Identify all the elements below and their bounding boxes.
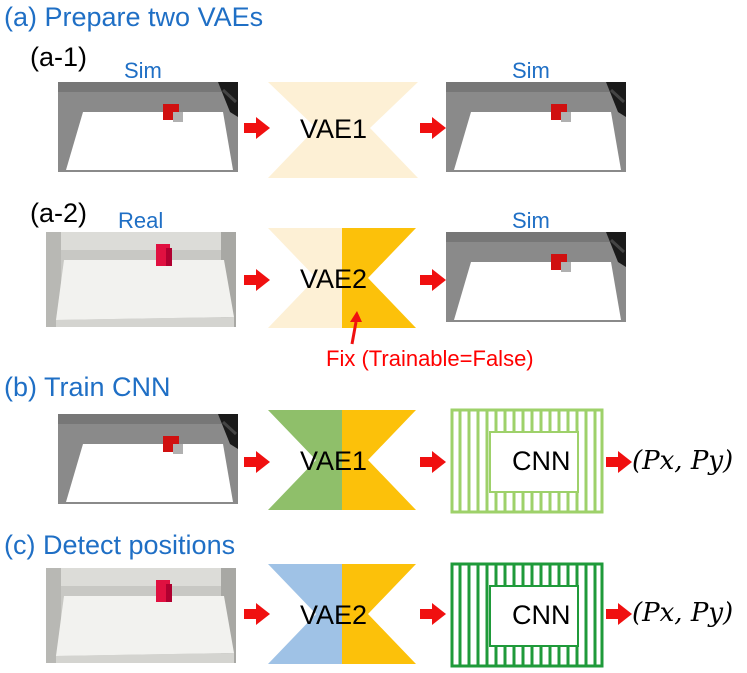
arrow-a1-out xyxy=(420,117,446,139)
arrow-a1-in xyxy=(244,117,270,139)
cnn-block-b xyxy=(450,408,604,514)
vae1-encoder-shape-b xyxy=(268,410,342,510)
output-b: (Px, Py) xyxy=(632,446,734,476)
arrow-b-mid xyxy=(420,451,446,473)
vae1-decoder-shape-b xyxy=(342,410,416,510)
sub-a2-label: (a-2) xyxy=(30,198,88,228)
section-c-title: (c) Detect positions xyxy=(4,530,236,560)
cnn-block-c xyxy=(450,562,604,668)
fix-pointer-line xyxy=(350,321,358,345)
fix-pointer-head xyxy=(350,311,362,322)
caption-a2-output: Sim xyxy=(512,208,550,233)
vae2-label-c: VAE2 xyxy=(300,600,368,630)
vae1-shape-a1 xyxy=(268,82,418,178)
output-c: (Px, Py) xyxy=(632,598,734,628)
arrow-b-out xyxy=(606,451,632,473)
vae1-label-b: VAE1 xyxy=(300,446,368,476)
vae2-decoder-shape-c xyxy=(342,564,416,664)
section-b-title: (b) Train CNN xyxy=(4,372,171,402)
arrow-c-mid xyxy=(420,603,446,625)
real-image-a2-input xyxy=(46,232,236,327)
vae1-label-a1: VAE1 xyxy=(300,114,368,144)
arrow-a2-out xyxy=(420,269,446,291)
real-image-c-input xyxy=(46,568,236,663)
fix-annotation: Fix (Trainable=False) xyxy=(326,346,534,371)
vae2-encoder-shape-a2 xyxy=(268,228,342,328)
cnn-label-c: CNN xyxy=(512,600,571,630)
sub-a1-label: (a-1) xyxy=(30,42,88,72)
caption-a2-input: Real xyxy=(118,208,164,233)
vae2-decoder-shape-a2 xyxy=(342,228,416,328)
arrow-c-in xyxy=(244,603,270,625)
cnn-label-b: CNN xyxy=(512,446,571,476)
caption-a1-output: Sim xyxy=(512,58,550,83)
vae2-encoder-shape-c xyxy=(268,564,342,664)
sim-image-a1-input xyxy=(56,80,240,174)
sim-image-b-input xyxy=(56,412,240,506)
vae2-label-a2: VAE2 xyxy=(300,264,368,294)
sim-image-a2-output xyxy=(444,230,628,324)
arrow-c-out xyxy=(606,603,632,625)
sim-image-a1-output xyxy=(444,80,628,174)
section-a-title: (a) Prepare two VAEs xyxy=(4,2,264,32)
arrow-b-in xyxy=(244,451,270,473)
caption-a1-input: Sim xyxy=(124,58,162,83)
arrow-a2-in xyxy=(244,269,270,291)
